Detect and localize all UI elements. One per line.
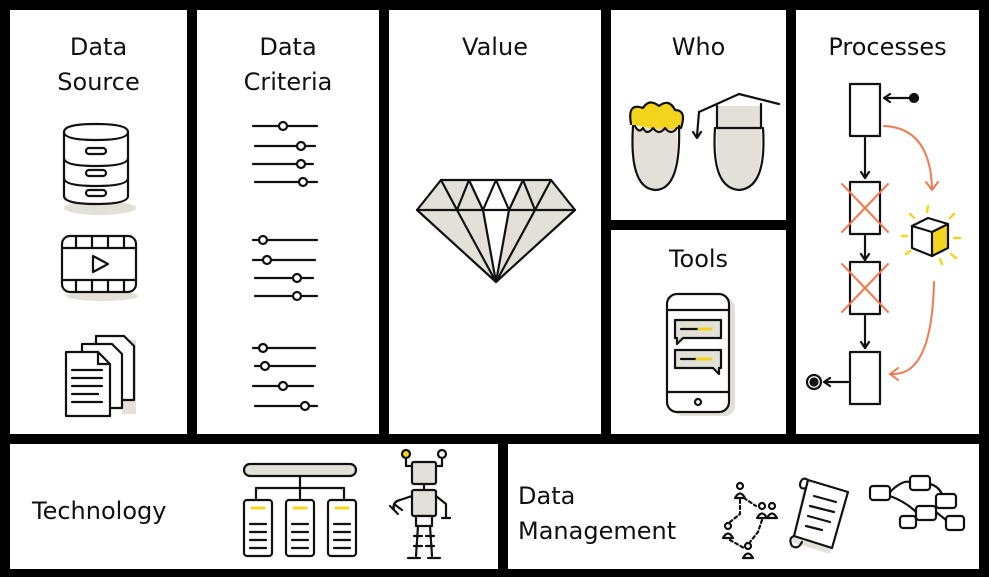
cell-value: Value — [389, 10, 601, 434]
cell-data-source: Data Source — [10, 10, 187, 434]
data-management-title-line1: Data — [518, 482, 576, 510]
cell-who: Who — [611, 10, 786, 220]
cell-technology: Technology — [10, 444, 498, 569]
cell-data-criteria: Data Criteria — [197, 10, 379, 434]
value-title: Value — [462, 33, 528, 61]
process-flow-icon — [805, 82, 962, 406]
data-criteria-title-line1: Data — [259, 33, 317, 61]
people-network-icon — [721, 481, 779, 560]
data-management-title-line2: Management — [518, 517, 677, 545]
tools-title: Tools — [668, 245, 729, 273]
database-icon — [62, 122, 136, 215]
data-source-title-line1: Data — [69, 33, 128, 61]
cell-data-management: Data Management — [508, 444, 979, 569]
diamond-icon — [415, 178, 577, 284]
data-criteria-title-line2: Criteria — [243, 68, 333, 96]
person-icon — [629, 101, 685, 192]
documents-icon — [64, 334, 136, 418]
slider-group-2-icon — [251, 234, 319, 302]
scroll-icon — [789, 477, 850, 554]
technology-title: Technology — [32, 497, 167, 525]
slider-group-3-icon — [251, 342, 319, 412]
processes-title: Processes — [828, 33, 947, 61]
server-network-icon — [242, 462, 358, 558]
robot-icon — [388, 448, 452, 560]
data-source-title-line2: Source — [57, 68, 140, 96]
who-title: Who — [671, 33, 726, 61]
slider-group-1-icon — [251, 120, 319, 188]
cell-tools: Tools — [611, 230, 786, 434]
video-icon — [60, 234, 138, 301]
graduate-icon — [691, 92, 781, 192]
flow-network-icon — [868, 474, 966, 532]
smartphone-icon — [665, 292, 735, 416]
cell-processes: Processes — [796, 10, 979, 434]
